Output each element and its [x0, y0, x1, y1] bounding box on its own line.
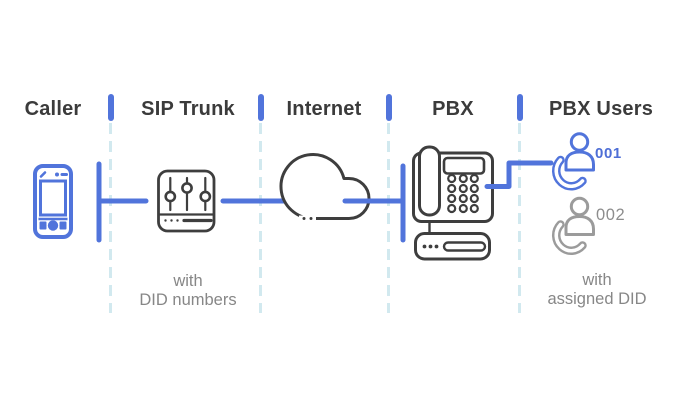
column-divider-line — [518, 123, 521, 313]
header-divider-bar — [517, 94, 523, 121]
smartphone-icon — [33, 164, 73, 239]
caption-did-numbers: with DID numbers — [88, 272, 288, 309]
sip-trunk-sliders-icon — [157, 169, 216, 233]
caption-line: with — [173, 272, 203, 290]
column-divider-line — [259, 123, 262, 313]
router-icon — [414, 232, 491, 261]
header-divider-bar — [258, 94, 264, 121]
connector-caller-trunk — [96, 161, 149, 243]
column-divider-line — [109, 123, 112, 313]
column-label-pbx: PBX — [432, 98, 474, 120]
column-label-internet: Internet — [286, 98, 362, 120]
column-label-sip-trunk: SIP Trunk — [141, 98, 235, 120]
extension-label-002: 002 — [596, 206, 626, 224]
person-on-phone-icon-002 — [556, 198, 593, 250]
desk-phone-icon — [412, 145, 494, 234]
column-label-pbx-users: PBX Users — [548, 98, 654, 120]
header-divider-bar — [386, 94, 392, 121]
column-label-caller: Caller — [24, 98, 82, 120]
connector-cloud-pbx — [342, 163, 406, 243]
caption-line: assigned DID — [547, 289, 647, 308]
connector-pbx-user — [484, 160, 554, 189]
column-divider-line — [387, 123, 390, 313]
caption-assigned-did: with assigned DID — [497, 271, 680, 308]
person-on-phone-icon-001 — [556, 134, 593, 186]
extension-label-001: 001 — [595, 145, 622, 162]
header-divider-bar — [108, 94, 114, 121]
cloud-icon — [281, 155, 369, 222]
caption-line: with — [582, 271, 612, 289]
caption-line: DID numbers — [139, 290, 237, 309]
